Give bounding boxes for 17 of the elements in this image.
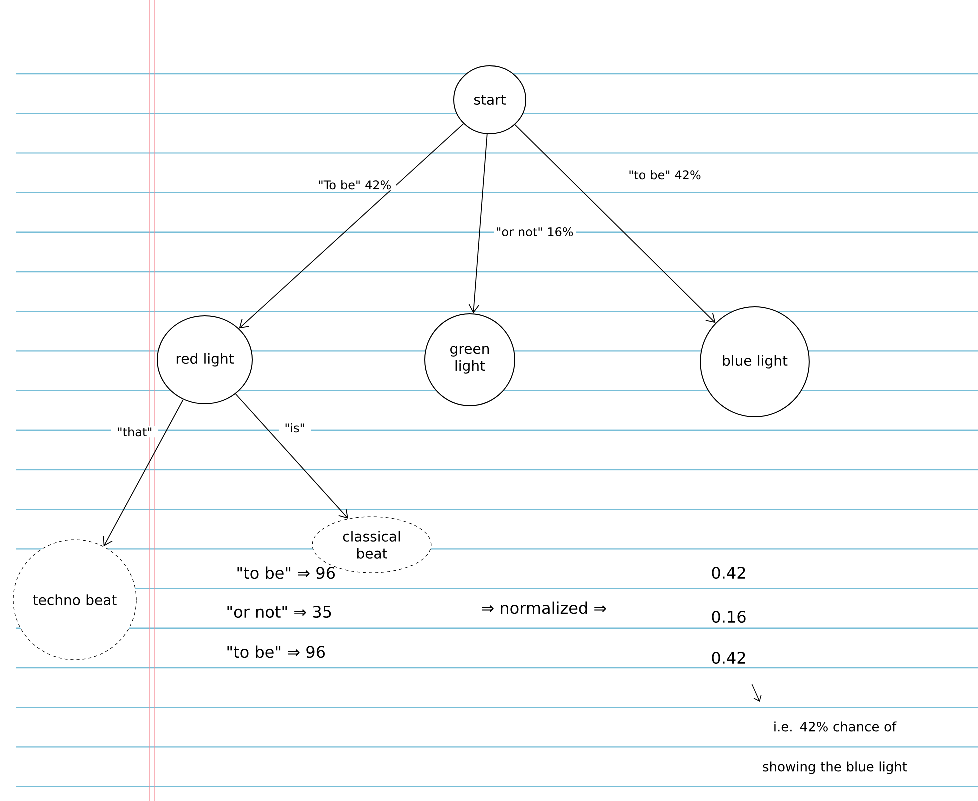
note: 0.42: [712, 652, 746, 664]
edge-label: "or not" 16%: [494, 226, 576, 238]
arrow: [514, 124, 716, 324]
note: 0.16: [712, 610, 746, 624]
edge-label: "to be" 42%: [624, 169, 706, 181]
arrow: [103, 399, 184, 547]
edge-label: "To be" 42%: [314, 179, 396, 191]
edge-label: "that": [112, 426, 158, 438]
arrow: [468, 134, 488, 314]
edge-label: "is": [279, 422, 311, 434]
note: "to be" ⇒ 96: [228, 646, 325, 658]
note: i.e. 42% chance of showing the blue light: [763, 722, 908, 774]
arrow: [239, 124, 464, 329]
note: "or not" ⇒ 35: [228, 606, 332, 618]
note: ⇒ normalized ⇒: [482, 602, 606, 614]
note: 0.42: [712, 566, 746, 580]
arrow: [235, 394, 349, 519]
